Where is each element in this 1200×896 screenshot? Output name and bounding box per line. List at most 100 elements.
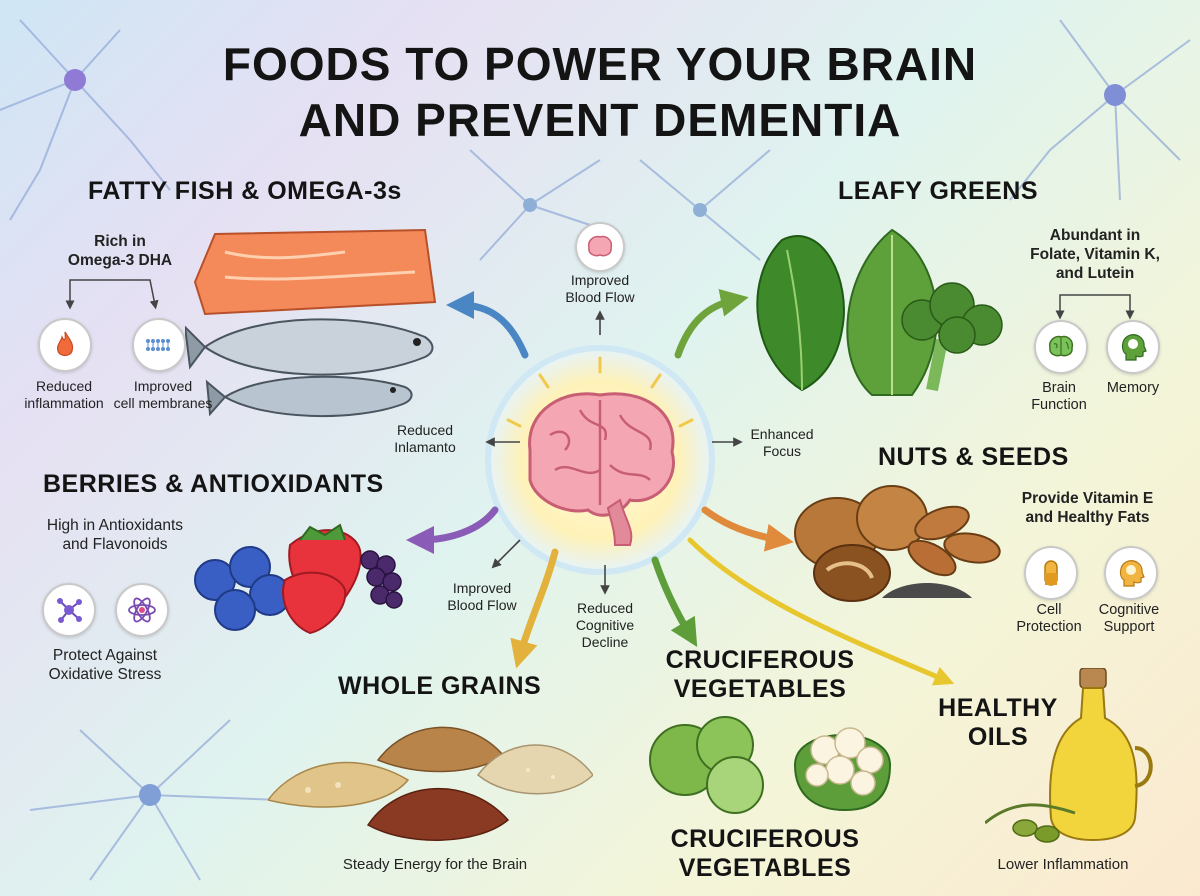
atom-icon [115, 583, 169, 637]
nuts-desc-line: Provide Vitamin E [1021, 490, 1154, 507]
grains-heading: WHOLE GRAINS [338, 672, 542, 700]
benefit-bottom-line: Reduced [576, 600, 634, 616]
fish-icon-label-line: cell membranes [113, 395, 213, 411]
berries-heading: BERRIES & ANTIOXIDANTS [43, 470, 384, 498]
benefit-top-line: Improved [570, 272, 630, 288]
benefit-bottom-left: Improved Blood Flow [432, 580, 532, 614]
crucifer-caption-line: CRUCIFEROUS [670, 825, 860, 853]
arrow-crucifer [651, 556, 698, 648]
greens-desc-line: and Lutein [1055, 265, 1135, 282]
benefit-bottom-left-line: Improved [452, 580, 512, 596]
nuts-icon-label-line: Protection [1016, 619, 1082, 635]
cell-membrane-icon [132, 318, 186, 372]
berries-desc: High in Antioxidants and Flavonoids [20, 516, 210, 554]
flame-icon [38, 318, 92, 372]
greens-icon-label-1: Brain Function [1014, 380, 1104, 414]
berries-illustration [194, 523, 403, 635]
benefit-right: Enhanced Focus [732, 426, 832, 460]
berries-caption: Protect Against Oxidative Stress [20, 646, 190, 684]
greens-desc-line: Folate, Vitamin K, [1030, 246, 1160, 263]
benefit-top-line: Blood Flow [565, 289, 635, 305]
crucifer-caption: CRUCIFEROUS VEGETABLES [655, 825, 875, 883]
fish-desc: Rich in Omega-3 DHA [40, 232, 200, 270]
center-brain-illustration [485, 345, 715, 575]
nuts-heading: NUTS & SEEDS [878, 443, 1069, 471]
nuts-desc: Provide Vitamin E and Healthy Fats [1000, 489, 1175, 527]
benefit-bottom-left-line: Blood Flow [447, 597, 517, 613]
benefit-right-line: Enhanced [750, 426, 814, 442]
benefit-top: Improved Blood Flow [545, 272, 655, 306]
greens-illustration [756, 228, 1003, 396]
nuts-illustration [794, 485, 1001, 602]
arrow-fish [446, 291, 529, 359]
crucifer-heading-line: CRUCIFEROUS [665, 646, 855, 674]
berries-caption-line: Oxidative Stress [48, 666, 162, 683]
brain-icon [1034, 320, 1088, 374]
grains-caption: Steady Energy for the Brain [342, 856, 528, 873]
greens-icon-label-2: Memory [1088, 380, 1178, 397]
berries-desc-line: High in Antioxidants [46, 517, 184, 534]
crucifer-heading: CRUCIFEROUS VEGETABLES [655, 646, 865, 704]
head-brain-icon [1106, 320, 1160, 374]
fish-heading: FATTY FISH & OMEGA-3s [88, 177, 402, 205]
fish-icon-label-line: inflammation [24, 395, 104, 411]
nuts-icon-label-line: Cell [1036, 602, 1062, 618]
grains-illustration [268, 726, 593, 841]
molecule-icon [42, 583, 96, 637]
head-brain-icon [1104, 546, 1158, 600]
nuts-desc-line: and Healthy Fats [1025, 509, 1150, 526]
benefit-bottom-line: Cognitive [575, 617, 635, 633]
nuts-icon-label-1: Cell Protection [1004, 602, 1094, 636]
greens-desc-line: Abundant in [1049, 227, 1141, 244]
page-title: FOODS TO POWER YOUR BRAIN AND PREVENT DE… [0, 36, 1200, 148]
arrow-berries [406, 506, 499, 554]
neuron-cell [139, 784, 161, 806]
oil-bottle-illustration [985, 668, 1153, 843]
benefit-left-line: Reduced [396, 422, 454, 438]
brain-icon [575, 222, 625, 272]
neuron-cell [64, 69, 86, 91]
berries-desc-line: and Flavonoids [62, 536, 168, 553]
greens-icon-label-line: Memory [1106, 380, 1160, 396]
title-line-2: AND PREVENT DEMENTIA [298, 94, 902, 146]
fish-desc-line: Omega-3 DHA [67, 252, 173, 269]
arrow-nuts [701, 506, 794, 552]
oils-heading-line: OILS [967, 723, 1029, 751]
nuts-icon-label-line: Cognitive [1098, 602, 1160, 618]
arrow-greens [674, 289, 749, 359]
benefit-right-line: Focus [762, 443, 802, 459]
crucifer-caption-line: VEGETABLES [678, 854, 852, 882]
nuts-icon-label-line: Support [1103, 619, 1155, 635]
arrow-oils [687, 537, 955, 686]
fish-icon-label-2: Improved cell membranes [98, 378, 228, 412]
benefit-left-line: Inlamanto [394, 439, 456, 455]
neuron-cell [523, 198, 537, 212]
greens-icon-label-line: Brain [1042, 380, 1076, 396]
benefit-bottom-line: Decline [581, 634, 629, 650]
fish-icon-label-line: Improved [133, 378, 193, 394]
fish-icon-label-line: Reduced [35, 378, 93, 394]
oils-caption: Lower Inflammation [997, 856, 1129, 873]
benefit-left: Reduced Inlamanto [375, 422, 475, 456]
capsule-icon [1024, 546, 1078, 600]
title-line-1: FOODS TO POWER YOUR BRAIN [222, 38, 978, 90]
fish-illustration [185, 228, 437, 418]
benefit-bottom: Reduced Cognitive Decline [555, 600, 655, 651]
greens-heading: LEAFY GREENS [838, 177, 1039, 205]
arrow-grains [510, 548, 559, 669]
greens-icon-label-line: Function [1031, 397, 1087, 413]
crucifer-illustration [649, 716, 892, 814]
greens-desc: Abundant in Folate, Vitamin K, and Lutei… [1010, 226, 1180, 283]
nuts-icon-label-2: Cognitive Support [1084, 602, 1174, 636]
oils-heading-line: HEALTHY [938, 694, 1058, 722]
fish-icon-label-1: Reduced inflammation [0, 378, 128, 412]
crucifer-heading-line: VEGETABLES [673, 675, 847, 703]
fish-desc-line: Rich in [94, 233, 146, 250]
neuron-cell [693, 203, 707, 217]
neuron-cell [1104, 84, 1126, 106]
berries-caption-line: Protect Against [52, 647, 158, 664]
oils-heading: HEALTHY OILS [928, 694, 1068, 752]
